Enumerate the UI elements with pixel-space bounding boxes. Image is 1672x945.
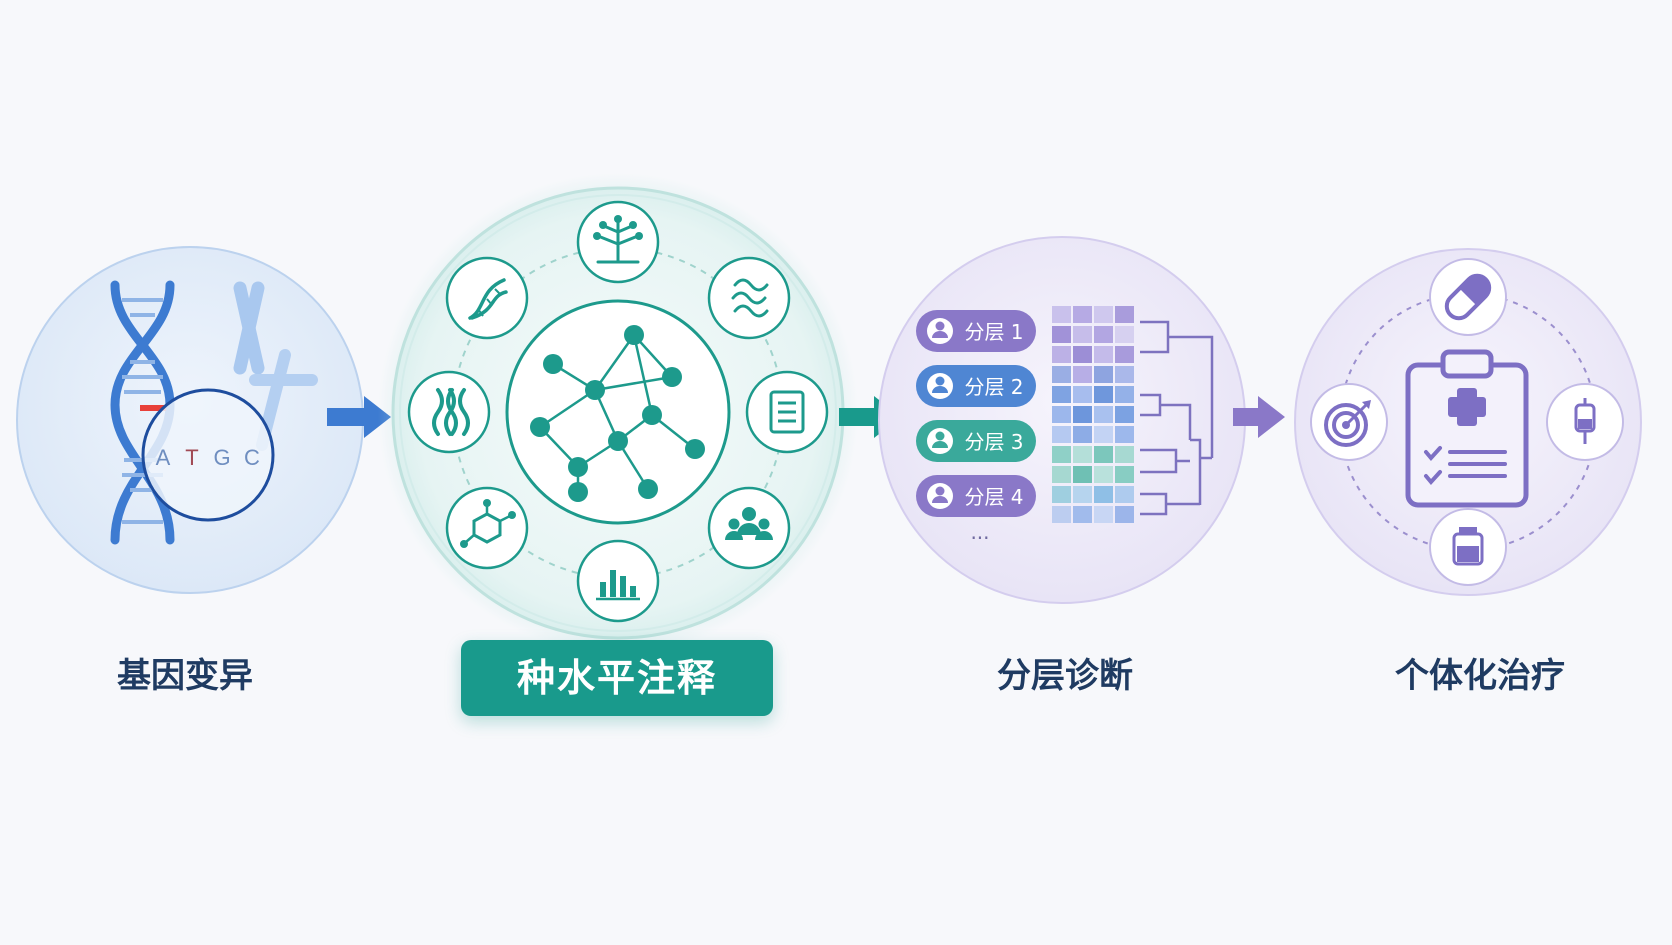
stage-label-stratification: 分层诊断 <box>997 656 1133 696</box>
layer-label-3: 分层 3 <box>964 430 1023 454</box>
base-g: G <box>213 445 230 470</box>
dna-icon <box>445 256 529 340</box>
arrow-right-icon <box>327 396 391 438</box>
stage-annotation <box>378 173 858 653</box>
stage-variation: A T G C <box>16 246 364 594</box>
layer-pill-4: 分层 4 <box>916 475 1036 517</box>
arrow-right-icon <box>1233 396 1285 438</box>
tree-icon <box>576 200 660 284</box>
base-c: C <box>244 445 260 470</box>
base-a: A <box>156 445 171 470</box>
heatmap-icon <box>1052 306 1134 523</box>
document-icon <box>745 370 829 454</box>
magnifier-circle <box>141 388 275 522</box>
dna-helix-icon <box>110 280 175 545</box>
layer-pill-3: 分层 3 <box>916 420 1036 462</box>
layer-label-4: 分层 4 <box>964 485 1023 509</box>
stage-label-annotation: 种水平注释 <box>516 656 717 700</box>
capsule-icon <box>1429 258 1507 336</box>
layer-pill-1: 分层 1 <box>916 310 1036 352</box>
stage-treatment <box>1294 248 1642 596</box>
layer-pill-2: 分层 2 <box>916 365 1036 407</box>
vial-icon <box>1429 508 1507 586</box>
layer-label-1: 分层 1 <box>964 320 1023 344</box>
protein-icon <box>707 256 791 340</box>
bar-chart-icon <box>576 539 660 623</box>
iv-bag-icon <box>1546 383 1624 461</box>
stage-label-treatment: 个体化治疗 <box>1395 656 1565 696</box>
chromosome-pair-icon <box>407 370 491 454</box>
clipboard-icon <box>1405 349 1529 508</box>
stage-label-variation: 基因变异 <box>117 656 253 696</box>
network-icon <box>505 299 731 525</box>
target-icon <box>1310 383 1388 461</box>
molecule-icon <box>445 486 529 570</box>
stage-label-annotation-box: 种水平注释 <box>461 640 773 716</box>
dendrogram-icon <box>1140 320 1214 516</box>
more-layers-ellipsis: ··· <box>970 526 989 550</box>
layer-label-2: 分层 2 <box>964 375 1023 399</box>
stage-stratification: 分层 1 分层 2 分层 3 分层 4 ··· <box>878 236 1246 604</box>
base-t: T <box>185 445 198 470</box>
people-icon <box>707 486 791 570</box>
